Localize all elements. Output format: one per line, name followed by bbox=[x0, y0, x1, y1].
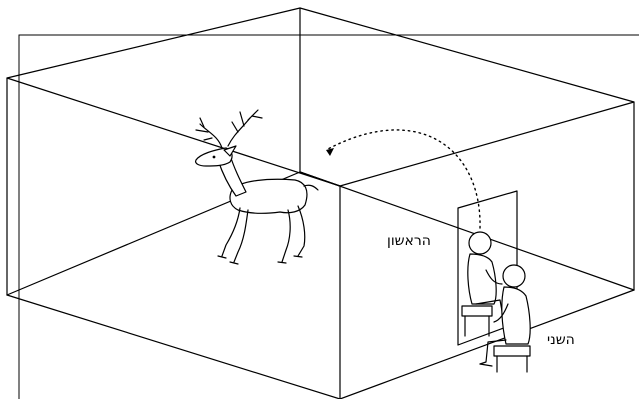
room-box bbox=[7, 8, 634, 399]
first-person-label: הראשון bbox=[387, 234, 431, 248]
dotted-arc-arrow-icon bbox=[326, 130, 480, 228]
background-frame bbox=[19, 35, 639, 399]
second-person-label: השני bbox=[547, 333, 575, 347]
